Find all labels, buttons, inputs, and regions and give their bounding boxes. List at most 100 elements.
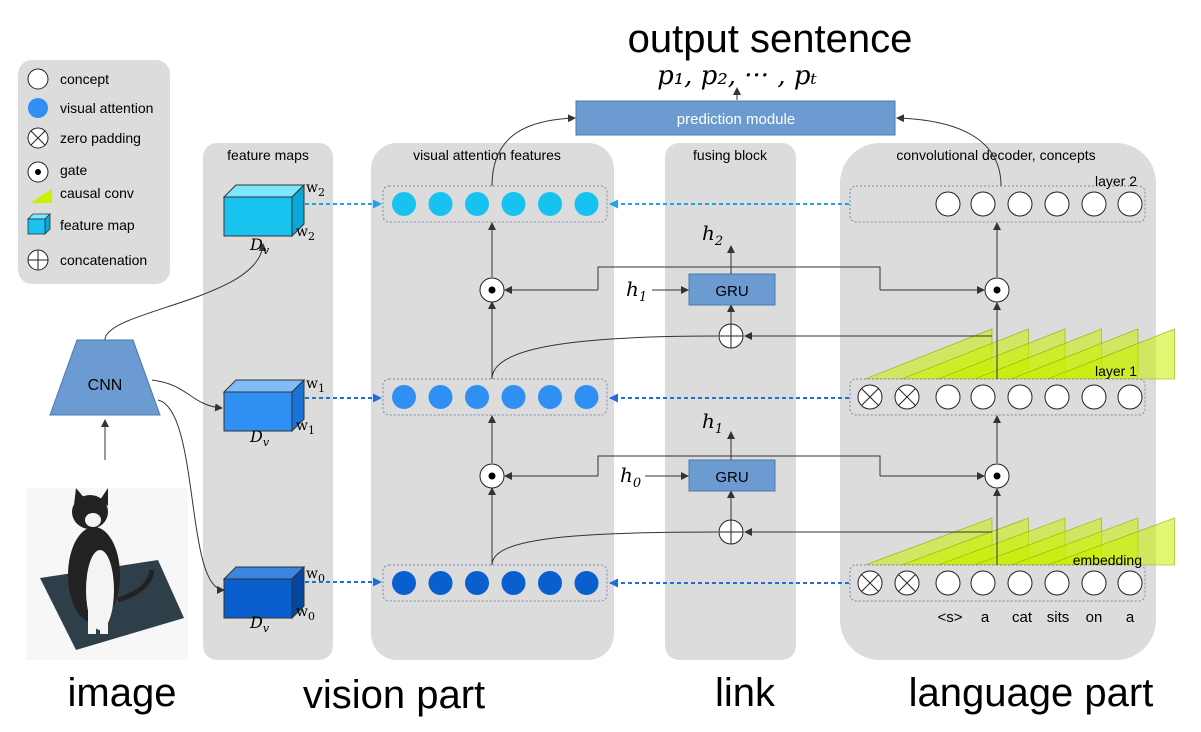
attention-circle-1 xyxy=(574,385,599,409)
attention-circle-0 xyxy=(392,571,416,595)
concept-circle xyxy=(1117,570,1143,596)
vision-gate-1 xyxy=(479,463,505,489)
gru-label-lower: GRU xyxy=(715,469,748,486)
concept-circle xyxy=(1081,384,1107,410)
gru2-to-gates-line xyxy=(597,266,881,290)
h1-label-top: h1 xyxy=(702,409,723,437)
layer2-label: layer 2 xyxy=(1095,173,1137,189)
gru-block-upper xyxy=(688,273,776,306)
concept-circle xyxy=(1081,570,1107,596)
feature-map-1 xyxy=(222,378,306,433)
attention-row-1 xyxy=(382,378,608,416)
legend-label-gate: gate xyxy=(60,162,87,178)
input-word: on xyxy=(1086,609,1103,626)
cnn-to-map0-arrow xyxy=(157,399,225,594)
input-word: <s> xyxy=(937,609,962,626)
attention-circle-2 xyxy=(501,192,526,216)
dot-circle-icon xyxy=(27,161,49,183)
cnn-label: CNN xyxy=(88,377,123,394)
gru-block-lower xyxy=(688,459,776,492)
attention-circle-0 xyxy=(574,571,599,595)
h1-label-left: h1 xyxy=(626,277,647,305)
attention-circle-2 xyxy=(538,192,562,216)
output-formula: p₁, p₂, ··· , pₜ xyxy=(657,61,817,91)
concept-circle xyxy=(1007,191,1033,217)
prediction-module-box xyxy=(575,100,896,136)
attention-circle-2 xyxy=(465,192,489,216)
input-word: a xyxy=(981,609,990,626)
concept-circle xyxy=(970,570,996,596)
language-gate-1 xyxy=(984,463,1010,489)
concept-circle xyxy=(1044,191,1070,217)
vision-section-label: vision part xyxy=(303,673,485,717)
concept-circle xyxy=(1081,191,1107,217)
concept-circle xyxy=(935,384,961,410)
legend-label-zero-padding: zero padding xyxy=(60,130,141,146)
attention-circle-1 xyxy=(465,385,489,409)
visual-attention-title: visual attention features xyxy=(413,147,561,163)
attn0-to-concat-curve xyxy=(491,531,719,566)
concept-circle xyxy=(970,384,996,410)
zero-padding-cross xyxy=(861,574,879,592)
image-section-label: image xyxy=(68,671,177,715)
map2-width-label: w2 xyxy=(306,180,325,199)
prediction-module-label: prediction module xyxy=(677,111,795,128)
vision-gate-2 xyxy=(479,277,505,303)
zero-padding-cross xyxy=(898,574,916,592)
legend-box xyxy=(18,60,170,284)
link-section-label: link xyxy=(715,671,776,715)
cnn-block xyxy=(49,339,161,416)
attention-circle-2 xyxy=(574,192,599,216)
map0-depth-label: Dv xyxy=(249,613,270,635)
decoder-title: convolutional decoder, concepts xyxy=(896,147,1095,163)
attention-circle-0 xyxy=(538,571,562,595)
blue-circle-icon xyxy=(28,98,48,118)
input-word: a xyxy=(1126,609,1135,626)
input-word: sits xyxy=(1047,609,1070,626)
crossed-circle-icon xyxy=(27,127,49,149)
legend-label-visual-attention: visual attention xyxy=(60,100,153,116)
feature-map-2 xyxy=(222,183,306,238)
language-section-label: language part xyxy=(909,671,1154,715)
legend-label-concatenation: concatenation xyxy=(60,252,147,268)
attention-circle-1 xyxy=(392,385,416,409)
map0-height-label: w0 xyxy=(296,604,315,623)
concept-circle xyxy=(1044,384,1070,410)
fusing-block-title: fusing block xyxy=(693,147,768,163)
output-sentence-title: output sentence xyxy=(628,17,913,61)
attention-circle-0 xyxy=(501,571,526,595)
language-gate-2 xyxy=(984,277,1010,303)
legend-label-causal-conv: causal conv xyxy=(60,185,134,201)
attention-circle-1 xyxy=(428,385,453,409)
concept-circle xyxy=(1007,570,1033,596)
cnn-to-map2-arrow xyxy=(104,243,267,341)
concept-circle xyxy=(970,191,996,217)
map1-width-label: w1 xyxy=(306,376,325,395)
concat-lower xyxy=(718,519,744,545)
open-circle-icon xyxy=(27,68,49,90)
input-word: cat xyxy=(1012,609,1033,626)
concept-circle xyxy=(1007,384,1033,410)
zero-padding-cross xyxy=(898,388,916,406)
layer2-to-prediction-arrow xyxy=(896,114,1002,187)
layer1-label: layer 1 xyxy=(1095,363,1137,379)
map2-height-label: w2 xyxy=(296,224,315,243)
fusing-block-panel xyxy=(665,143,796,660)
map1-depth-label: Dv xyxy=(249,427,270,449)
attention-row-2 xyxy=(382,185,608,223)
concept-circle xyxy=(935,570,961,596)
feature-map-0 xyxy=(222,565,306,620)
gru1-to-gates-line xyxy=(597,455,881,476)
gru-label-upper: GRU xyxy=(715,283,748,300)
h0-label: h0 xyxy=(620,463,641,491)
concept-circles xyxy=(857,191,1143,596)
h2-label: h2 xyxy=(702,221,723,249)
legend-label-feature-map: feature map xyxy=(60,217,135,233)
plus-circle-icon xyxy=(27,249,49,271)
concept-circle xyxy=(1117,191,1143,217)
attention-circles xyxy=(392,192,599,595)
attention-circle-0 xyxy=(428,571,453,595)
decoder-row-layer2 xyxy=(849,185,1146,223)
